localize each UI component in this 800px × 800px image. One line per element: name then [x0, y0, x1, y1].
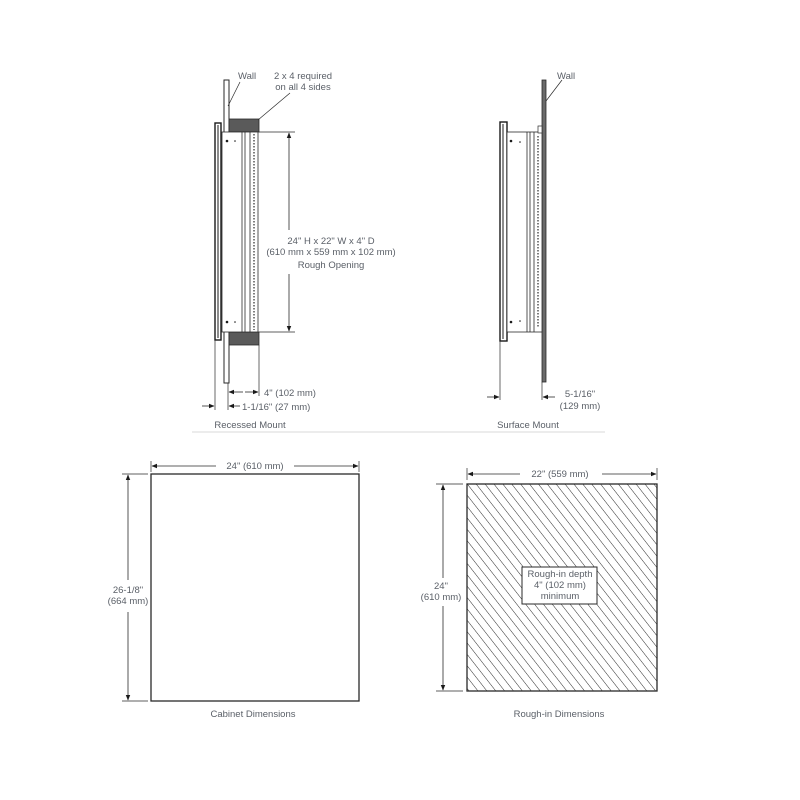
roughin-width-label: 22" (559 mm) [531, 469, 588, 480]
surface-depth-line1: 5-1/16" [565, 389, 595, 400]
roughin-dimensions-view: Rough-in depth 4" (102 mm) minimum 22" (… [421, 468, 658, 720]
cabinet-dimensions-caption: Cabinet Dimensions [210, 709, 295, 720]
stud-bottom [228, 331, 260, 346]
stud-note-line2: on all 4 sides [275, 82, 331, 93]
cabinet-outline [150, 473, 360, 702]
wall-label: Wall [557, 71, 575, 82]
roughin-box-line2: 4" (102 mm) [534, 580, 586, 591]
recessed-mount-caption: Recessed Mount [214, 420, 286, 431]
roughin-height-line1: 24" [434, 581, 448, 592]
cabinet-body [506, 131, 543, 333]
recessed-mount-view: Wall 2 x 4 required on all 4 sides 24" H… [202, 71, 396, 431]
cabinet-dimensions-view: 24" (610 mm) 26-1/8" (664 mm) Cabinet Di… [108, 461, 360, 720]
surface-mount-caption: Surface Mount [497, 420, 559, 431]
protrusion-label: 1-1/16" (27 mm) [242, 402, 310, 413]
rough-opening-metric: (610 mm x 559 mm x 102 mm) [266, 247, 395, 258]
cabinet-height-line1: 26-1/8" [113, 585, 143, 596]
roughin-dimensions-caption: Rough-in Dimensions [514, 709, 605, 720]
rough-opening-size: 24" H x 22" W x 4" D [287, 236, 374, 247]
cabinet-height-line2: (664 mm) [108, 596, 149, 607]
surface-mount-view: Wall 5-1/16" (129 mm) Surface Mount [487, 71, 600, 431]
roughin-box-line1: Rough-in depth [528, 569, 593, 580]
roughin-depth-box [521, 566, 598, 605]
depth-label: 4" (102 mm) [264, 388, 316, 399]
stud-note-line1: 2 x 4 required [274, 71, 332, 82]
wall [541, 79, 547, 383]
roughin-box-line3: minimum [541, 591, 580, 602]
wall-label: Wall [238, 71, 256, 82]
rough-opening-label: Rough Opening [298, 260, 365, 271]
surface-depth-line2: (129 mm) [560, 401, 601, 412]
cabinet-width-label: 24" (610 mm) [226, 461, 283, 472]
cabinet-body [221, 131, 259, 333]
roughin-height-line2: (610 mm) [421, 592, 462, 603]
stud-top [228, 118, 260, 133]
